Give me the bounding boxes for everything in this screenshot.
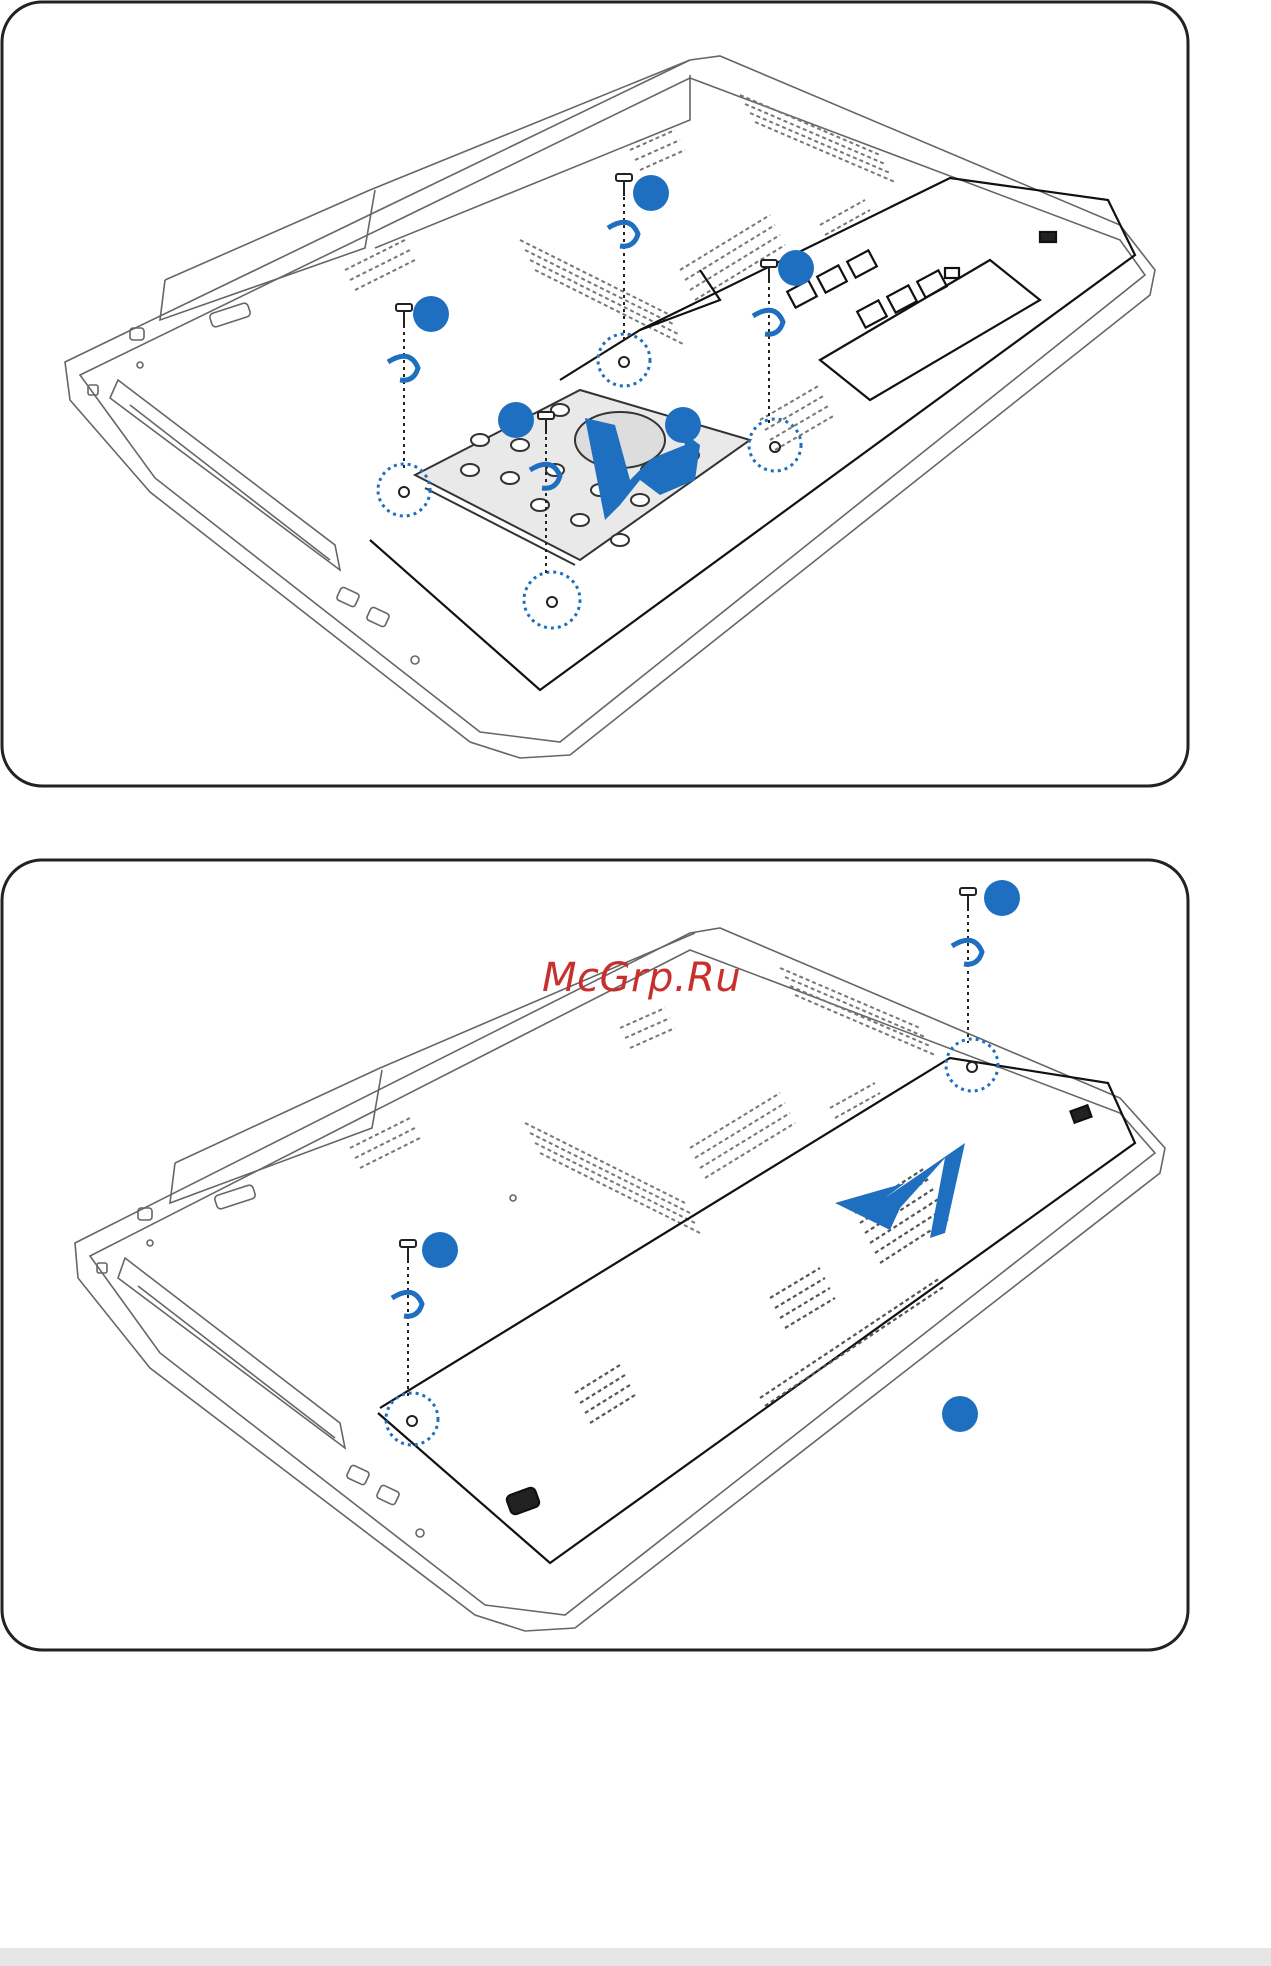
callout-marker xyxy=(942,1396,978,1432)
callout-marker xyxy=(778,250,814,286)
hdd-removal-diagram xyxy=(0,0,1271,790)
callout-marker xyxy=(984,880,1020,916)
callout-marker xyxy=(633,175,669,211)
watermark-text: McGrp.Ru xyxy=(542,955,741,1001)
callout-marker xyxy=(498,402,534,438)
callout-marker xyxy=(422,1232,458,1268)
callout-marker xyxy=(413,296,449,332)
page-bottom-strip xyxy=(0,1948,1271,1966)
panel-hdd-removal xyxy=(0,0,1271,790)
callout-marker xyxy=(665,407,701,443)
